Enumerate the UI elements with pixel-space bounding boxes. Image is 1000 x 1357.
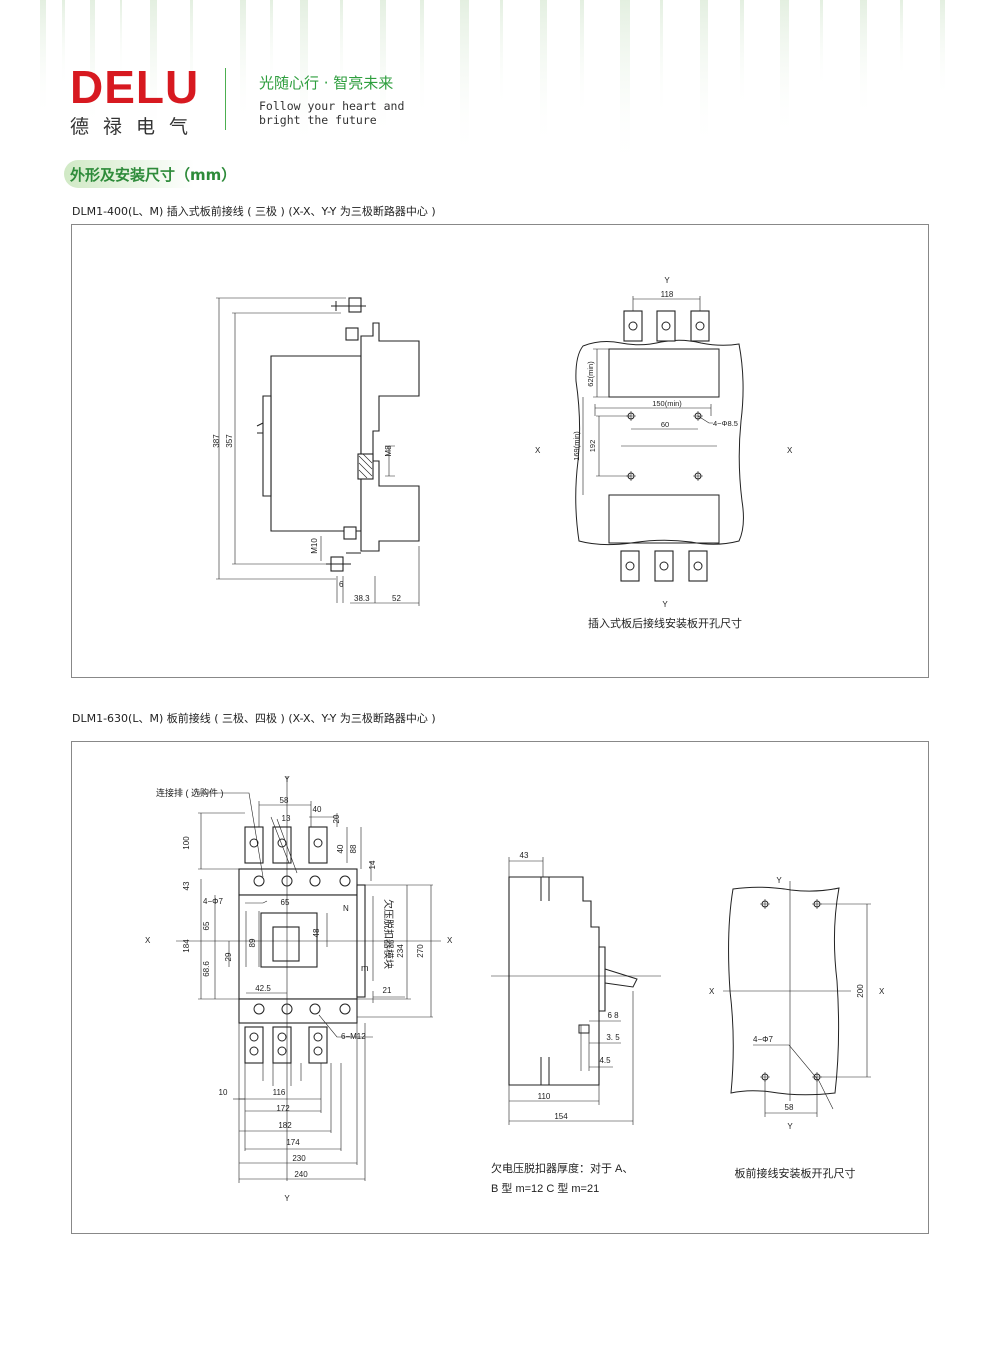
dim-58: 58 — [280, 796, 289, 805]
dim-169min: 169(min) — [572, 431, 581, 461]
brand-logo: DELU 德禄电气 — [70, 64, 202, 139]
dim-cut-58: 58 — [785, 1103, 794, 1112]
fig2-cutout-view: Y Y X X 200 4−Φ7 58 板前接线安装板开孔尺寸 — [709, 876, 885, 1180]
slogan-english: Follow your heart and bright the future — [259, 99, 404, 127]
dim-6: 6 — [339, 580, 344, 589]
section-title-highlight — [64, 160, 194, 188]
fig1-cutout-label: 插入式板后接线安装板开孔尺寸 — [588, 616, 742, 630]
dim-side-35: 3. 5 — [606, 1033, 620, 1042]
fig2-holes: 4−Φ7 — [203, 897, 224, 906]
fig2-y-top: Y — [284, 775, 290, 784]
header-divider — [225, 68, 226, 130]
fig2-cut-holes: 4−Φ7 — [753, 1035, 774, 1044]
label-m8: M8 — [384, 445, 393, 457]
logo-chinese-name: 德禄电气 — [70, 116, 203, 138]
dim-side-68: 6 8 — [607, 1011, 619, 1020]
figure2-caption: DLM1-630(L、M) 板前接线 ( 三极、四极 ) (X-X、Y-Y 为三… — [72, 712, 436, 725]
slogan-chinese: 光随心行 · 智亮未来 — [259, 74, 394, 92]
slogan-english-line2: bright the future — [259, 113, 377, 127]
dim-230: 230 — [292, 1154, 306, 1163]
dim-10: 10 — [219, 1088, 228, 1097]
dim-65b: 65 — [202, 921, 211, 930]
dim-234: 234 — [396, 944, 405, 958]
dim-20: 20 — [332, 814, 341, 823]
dim-38: 38.3 — [354, 594, 370, 603]
header-decoration — [40, 0, 945, 170]
fig1-y-top: Y — [664, 276, 670, 285]
fig2-side-view: 43 6 8 3. 5 4.5 110 154 欠电压脱扣器厚度：对于 A、 B… — [491, 851, 661, 1195]
dim-150min: 150(min) — [652, 399, 682, 408]
figure1-drawing: 387 357 M8 M10 6 38.3 52 Y 118 Y X X 62(… — [212, 276, 793, 630]
dim-68: 68.6 — [202, 961, 211, 977]
fig2-cut-y-bottom: Y — [787, 1122, 793, 1131]
undervoltage-note-line2: B 型 m=12 C 型 m=21 — [491, 1181, 599, 1195]
dim-21: 21 — [383, 986, 392, 995]
dim-88: 88 — [349, 844, 358, 853]
dim-240: 240 — [294, 1170, 308, 1179]
fig2-x-left: X — [145, 936, 151, 945]
dim-62min: 62(min) — [586, 361, 595, 387]
undervoltage-note-line1: 欠电压脱扣器厚度：对于 A、 — [491, 1161, 633, 1175]
fig2-front-view: 连接排 ( 选购件 ) Y Y X X 58 40 13 20 100 40 8… — [145, 775, 453, 1203]
fig1-x-right: X — [787, 446, 793, 455]
fig1-side-view: 387 357 M8 M10 6 38.3 52 — [212, 297, 420, 606]
figure1-panel: 387 357 M8 M10 6 38.3 52 Y 118 Y X X 62(… — [71, 224, 929, 678]
slogan-english-line1: Follow your heart and — [259, 99, 405, 113]
dim-116: 116 — [273, 1088, 286, 1097]
fig2-cut-x-right: X — [879, 987, 885, 996]
dim-174: 174 — [286, 1138, 300, 1147]
dim-357: 357 — [225, 434, 234, 448]
label-m12: 6−M12 — [341, 1032, 366, 1041]
dim-48: 48 — [312, 928, 321, 937]
dim-side-110: 110 — [538, 1092, 551, 1101]
dim-side-154: 154 — [554, 1112, 568, 1121]
figure1-caption: DLM1-400(L、M) 插入式板前接线 ( 三极 ) (X-X、Y-Y 为三… — [72, 205, 436, 218]
figure2-drawing: 连接排 ( 选购件 ) Y Y X X 58 40 13 20 100 40 8… — [145, 775, 885, 1203]
dim-29: 29 — [224, 952, 233, 961]
dim-89: 89 — [248, 938, 257, 947]
dim-42: 42.5 — [255, 984, 271, 993]
fig1-x-left: X — [535, 446, 541, 455]
label-undervoltage-module: 欠压脱扣器模块 — [382, 899, 395, 969]
dim-13: 13 — [282, 814, 291, 823]
figure2-panel: 连接排 ( 选购件 ) Y Y X X 58 40 13 20 100 40 8… — [71, 741, 929, 1234]
dim-43: 43 — [182, 881, 191, 890]
dim-14: 14 — [368, 860, 377, 869]
section-title: 外形及安装尺寸（mm） — [70, 166, 237, 184]
fig1-cutout-view: Y 118 Y X X 62(min) 150(min) 60 4−Φ8.5 1… — [535, 276, 793, 630]
dim-387: 387 — [212, 434, 221, 448]
dim-184: 184 — [182, 939, 191, 953]
fig2-cut-x-left: X — [709, 987, 715, 996]
dim-100: 100 — [182, 836, 191, 850]
label-m: m — [361, 963, 369, 973]
dim-60: 60 — [661, 420, 669, 429]
dim-52: 52 — [392, 594, 401, 603]
dim-65: 65 — [281, 898, 290, 907]
dim-cut-200: 200 — [856, 984, 865, 998]
label-m10: M10 — [310, 538, 319, 554]
dim-40: 40 — [313, 805, 322, 814]
fig1-y-bottom: Y — [662, 600, 668, 609]
fig2-cut-y-top: Y — [776, 876, 782, 885]
dim-side-45: 4.5 — [599, 1056, 611, 1065]
fig1-holes: 4−Φ8.5 — [713, 419, 738, 428]
dim-118: 118 — [661, 290, 674, 299]
fig2-x-right: X — [447, 936, 453, 945]
dim-side-43: 43 — [520, 851, 529, 860]
fig2-cutout-label: 板前接线安装板开孔尺寸 — [735, 1166, 856, 1180]
label-n: N — [343, 904, 349, 913]
dim-172: 172 — [276, 1104, 290, 1113]
logo-wordmark: DELU — [70, 61, 200, 113]
dim-192: 192 — [588, 440, 597, 453]
dim-270: 270 — [416, 944, 425, 958]
dim-40b: 40 — [336, 844, 345, 853]
label-busbar: 连接排 ( 选购件 ) — [156, 787, 224, 798]
fig2-y-bottom: Y — [284, 1194, 290, 1203]
dim-182: 182 — [278, 1121, 292, 1130]
